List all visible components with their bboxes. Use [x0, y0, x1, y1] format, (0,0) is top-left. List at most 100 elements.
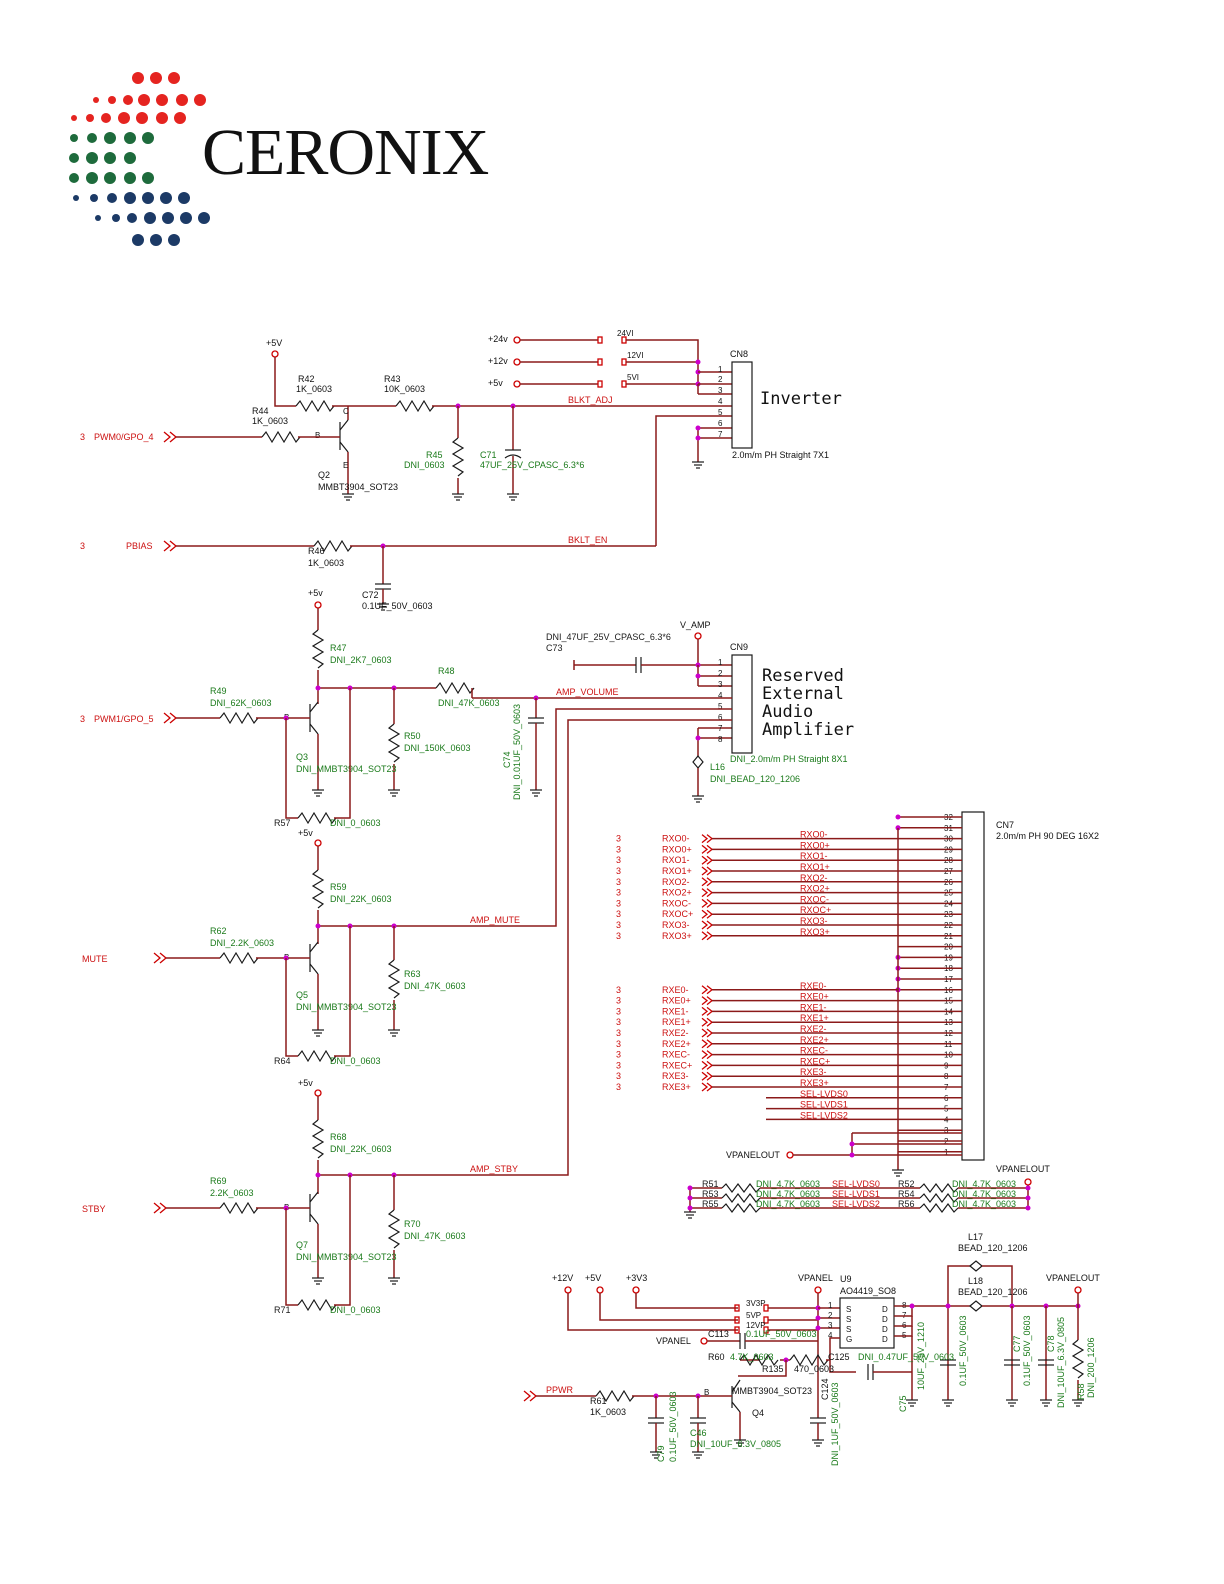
- jumper-12vi: 12VI: [627, 351, 643, 360]
- lvds-net-RXOC+: RXOC+: [800, 905, 831, 915]
- sel-res-val-R53: DNI_4.7K_0603: [756, 1189, 820, 1199]
- lvds-port-RXE0-: RXE0-: [662, 985, 689, 995]
- sel-res-val-R51: DNI_4.7K_0603: [756, 1179, 820, 1189]
- svg-text:5VP: 5VP: [746, 1311, 761, 1320]
- r48-ref: R48: [438, 666, 455, 676]
- c73-value: DNI_47UF_25V_CPASC_6.3*6: [546, 632, 671, 642]
- l16-ref: L16: [710, 762, 725, 772]
- sheet-ref: 3: [616, 866, 621, 876]
- l18-ref: L18: [968, 1276, 983, 1286]
- svg-text:+5v: +5v: [298, 1078, 313, 1088]
- vcc-label: +5V: [266, 338, 282, 348]
- svg-text:7: 7: [718, 430, 723, 439]
- audio-title-4: Amplifier: [762, 720, 854, 740]
- svg-text:S: S: [846, 1305, 851, 1314]
- cn9-ref: CN9: [730, 642, 748, 652]
- c72-value: 0.1UF_50V_0603: [362, 601, 433, 611]
- lvds-net-SEL-LVDS0: SEL-LVDS0: [800, 1089, 848, 1099]
- audio-title-3: Audio: [762, 702, 813, 722]
- l18-value: BEAD_120_1206: [958, 1287, 1028, 1297]
- svg-text:+5v: +5v: [298, 828, 313, 838]
- c71-ref: C71: [480, 450, 497, 460]
- svg-text:4: 4: [828, 1331, 833, 1340]
- svg-text:E: E: [343, 461, 348, 470]
- sheet-ref: 3: [616, 931, 621, 941]
- lvds-net-RXO3-: RXO3-: [800, 916, 828, 926]
- cn8-ref: CN8: [730, 349, 748, 359]
- lvds-net-RXO1-: RXO1-: [800, 851, 828, 861]
- svg-text:2: 2: [828, 1311, 833, 1320]
- r47-ref: R47: [330, 643, 347, 653]
- lvds-net-RXOC-: RXOC-: [800, 894, 829, 904]
- sheet-ref: 3: [616, 1006, 621, 1016]
- lvds-port-RXE1-: RXE1-: [662, 1006, 689, 1016]
- ceronix-logo: [60, 60, 480, 260]
- sel-res-net-R53: SEL-LVDS1: [832, 1189, 880, 1199]
- svg-text:+5v: +5v: [308, 588, 323, 598]
- c124-value: DNI_1UF_50V_0603: [830, 1382, 840, 1466]
- r45-value: DNI_0603: [404, 460, 445, 470]
- audio-title-1: Reserved: [762, 666, 844, 686]
- jumper-5vi: 5VI: [627, 373, 639, 382]
- q2-value: MMBT3904_SOT23: [318, 482, 398, 492]
- audio-title-2: External: [762, 684, 844, 704]
- svg-text:6: 6: [718, 419, 723, 428]
- sheet-ref: 3: [616, 898, 621, 908]
- r63-ref: R63: [404, 969, 421, 979]
- svg-text:B: B: [315, 431, 320, 440]
- supply-24v: +24v: [488, 334, 508, 344]
- c77-ref: C77: [1012, 1335, 1022, 1352]
- q2-ref: Q2: [318, 470, 330, 480]
- r70-value: DNI_47K_0603: [404, 1231, 466, 1241]
- c79-ref: C79: [656, 1445, 666, 1462]
- sheet-ref: 3: [616, 1050, 621, 1060]
- lvds-port-RXO1+: RXO1+: [662, 866, 692, 876]
- r58-ref: R58: [1076, 1383, 1086, 1400]
- r59-value: DNI_22K_0603: [330, 894, 392, 904]
- sel-res-ref-R52: R52: [898, 1179, 915, 1189]
- sel-res-ref-R56: R56: [898, 1199, 915, 1209]
- svg-text:VPANEL: VPANEL: [656, 1336, 691, 1346]
- r70-ref: R70: [404, 1219, 421, 1229]
- lvds-port-RXEC+: RXEC+: [662, 1060, 692, 1070]
- c113-ref: C113: [708, 1329, 729, 1339]
- svg-text:3: 3: [80, 714, 85, 724]
- c77-value: 0.1UF_50V_0603: [1022, 1315, 1032, 1386]
- input-pwm0: PWM0/GPO_4: [94, 432, 154, 442]
- lvds-port-RXO2-: RXO2-: [662, 877, 690, 887]
- sheet-ref: 3: [616, 909, 621, 919]
- lvds-port-RXE1+: RXE1+: [662, 1017, 691, 1027]
- cn8-desc: 2.0m/m PH Straight 7X1: [732, 450, 829, 460]
- sheet-ref: 3: [616, 985, 621, 995]
- inverter-title: Inverter: [760, 389, 842, 409]
- svg-text:S: S: [846, 1315, 851, 1324]
- svg-text:+3V3: +3V3: [626, 1273, 647, 1283]
- cn7-desc: 2.0m/m PH 90 DEG 16X2: [996, 831, 1099, 841]
- c72-ref: C72: [362, 590, 379, 600]
- c125-ref: C125: [828, 1352, 850, 1362]
- c78-ref: C78: [1046, 1335, 1056, 1352]
- lvds-net-RXO2-: RXO2-: [800, 873, 828, 883]
- l16-value: DNI_BEAD_120_1206: [710, 774, 800, 784]
- q7-ref: Q7: [296, 1240, 308, 1250]
- c76-value: 0.1UF_50V_0603: [958, 1315, 968, 1386]
- svg-text:3: 3: [828, 1321, 833, 1330]
- sel-res-val-R52: DNI_4.7K_0603: [952, 1179, 1016, 1189]
- r71-value: DNI_0_0603: [330, 1305, 381, 1315]
- jumper-24vi: 24VI: [617, 329, 633, 338]
- svg-text:B: B: [704, 1388, 709, 1397]
- svg-text:3: 3: [718, 680, 723, 689]
- svg-text:VPANELOUT: VPANELOUT: [996, 1164, 1050, 1174]
- lvds-port-RXO3+: RXO3+: [662, 931, 692, 941]
- vamp-label: V_AMP: [680, 620, 711, 630]
- sheet-ref: 3: [616, 1017, 621, 1027]
- amp-mute-circuit: +5v R59 DNI_22K_0603 AMP_MUTE R63 DNI_47…: [82, 828, 520, 1066]
- q3-value: DNI_MMBT3904_SOT23: [296, 764, 397, 774]
- sheet-ref: 3: [616, 1060, 621, 1070]
- svg-text:3: 3: [80, 541, 85, 551]
- lvds-net-SEL-LVDS1: SEL-LVDS1: [800, 1100, 848, 1110]
- vpanelout-label: VPANELOUT: [726, 1150, 780, 1160]
- net-amp-volume: AMP_VOLUME: [556, 687, 619, 697]
